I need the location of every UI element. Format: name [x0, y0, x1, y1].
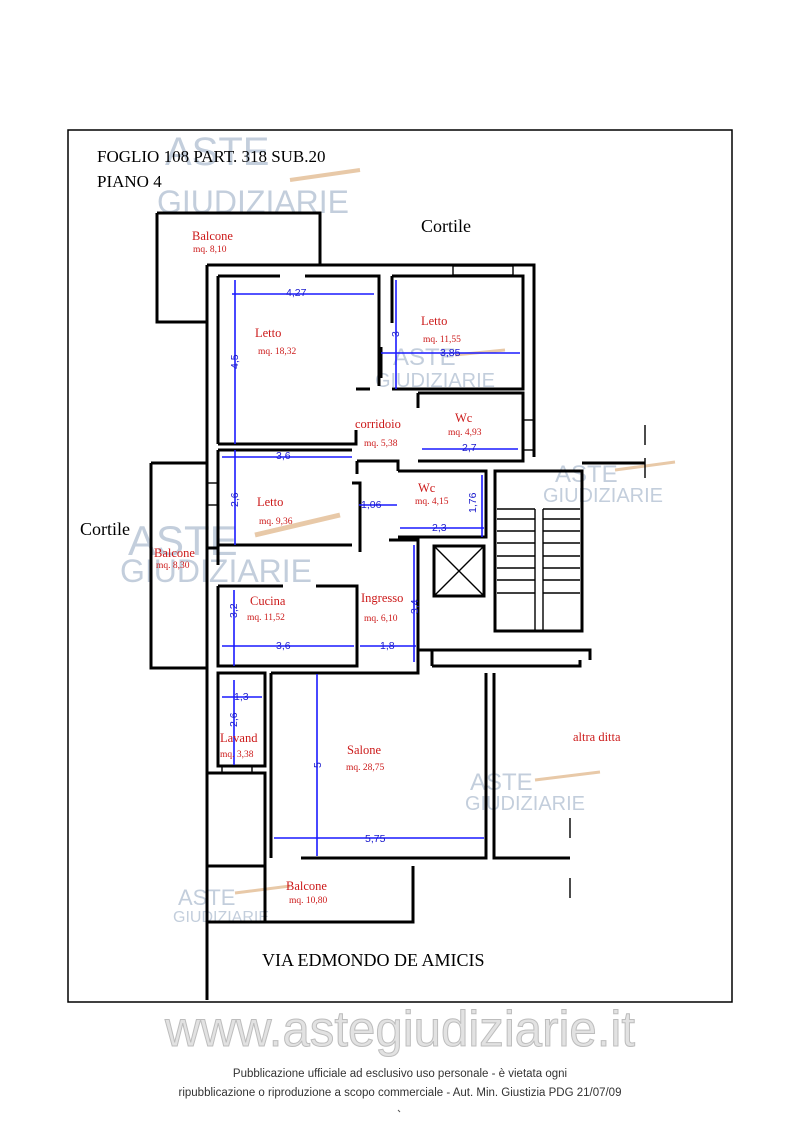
site-watermark: www.astegiudiziarie.it — [164, 1001, 635, 1057]
room-letto-2: Letto mq. 11,55 — [421, 314, 461, 345]
dim-bedroom1-depth: 4,5 — [229, 354, 241, 369]
room-salone: Salone mq. 28,75 — [346, 743, 385, 773]
gavel-icon — [234, 884, 291, 895]
room-balcone-left: Balcone mq. 8,30 — [154, 546, 195, 571]
watermark-brand-top: ASTE — [555, 461, 618, 488]
dim-laundry-depth: 2,6 — [228, 712, 240, 727]
watermark-brand-top: ASTE — [165, 130, 269, 174]
watermark-aste-4: ASTE GIUDIZIARIE — [120, 512, 341, 589]
dim-wc1-width: 2,7 — [462, 442, 477, 454]
dim-bedroom3-depth: 2,6 — [229, 492, 241, 507]
dim-bedroom1-width: 4,27 — [286, 287, 307, 299]
room-corridoio: corridoio mq. 5,38 — [355, 417, 401, 449]
room-area: mq. 9,36 — [259, 517, 293, 527]
room-name: corridoio — [355, 417, 401, 431]
room-balcone-bottom: Balcone mq. 10,80 — [286, 879, 328, 906]
room-name: Balcone — [192, 229, 233, 243]
dim-kitchen-depth: 3,2 — [228, 603, 240, 618]
room-area: mq. 11,52 — [247, 613, 285, 623]
dim-kitchen-width: 3,6 — [276, 640, 291, 652]
dim-bedroom3-width: 3,6 — [276, 450, 291, 462]
dim-bedroom2-width: 3,85 — [440, 347, 461, 359]
room-name: Wc — [418, 481, 436, 495]
room-area: mq. 8,30 — [156, 561, 190, 571]
room-area: mq. 3,38 — [220, 750, 254, 760]
watermark-aste-6: ASTE GIUDIZIARIE — [173, 884, 291, 926]
room-lavand: Lavand mq. 3,38 — [220, 731, 258, 760]
watermark-brand-bottom: GIUDIZIARIE — [375, 370, 495, 392]
room-area: mq. 5,38 — [364, 439, 398, 449]
room-area: mq. 18,32 — [258, 347, 297, 357]
watermark-brand-bottom: GIUDIZIARIE — [543, 485, 663, 507]
dim-living-width: 5,75 — [365, 833, 386, 845]
courtyard-label-top: Cortile — [421, 216, 471, 236]
dim-living-depth: 5 — [312, 762, 324, 768]
room-area: mq. 4,15 — [415, 497, 449, 507]
footer-notice-line-2: ripubblicazione o riproduzione a scopo c… — [178, 1087, 622, 1099]
room-area: mq. 10,80 — [289, 896, 328, 906]
gavel-icon — [289, 168, 361, 182]
gavel-icon — [254, 512, 341, 538]
sheet-reference: FOGLIO 108 PART. 318 SUB.20 — [97, 147, 326, 166]
dim-entrance-width: 1,8 — [380, 640, 395, 652]
watermark-aste-3: ASTE GIUDIZIARIE — [543, 460, 676, 507]
room-wc-2: Wc mq. 4,15 — [415, 481, 449, 507]
floor-level: PIANO 4 — [97, 172, 162, 191]
adjacent-property-label: altra ditta — [573, 730, 621, 744]
room-cucina: Cucina mq. 11,52 — [247, 594, 286, 623]
room-name: Wc — [455, 411, 473, 425]
dim-entrance-depth: 3,4 — [409, 599, 421, 614]
room-name: Balcone — [154, 546, 195, 560]
room-letto-3: Letto mq. 9,36 — [257, 495, 293, 527]
room-area: mq. 6,10 — [364, 614, 398, 624]
dimension-lines — [222, 280, 520, 856]
watermark-aste-1: ASTE GIUDIZIARIE — [157, 130, 361, 220]
room-name: Ingresso — [361, 591, 403, 605]
dim-wc2-width: 2,3 — [432, 522, 447, 534]
room-letto-1: Letto mq. 18,32 — [255, 326, 297, 357]
dimension-values: 4,27 4,5 3 3,85 2,7 3,6 2,6 1,06 1,76 2,… — [228, 287, 479, 845]
room-balcone-top: Balcone mq. 8,10 — [192, 229, 233, 255]
room-area: mq. 8,10 — [193, 245, 227, 255]
room-name: Salone — [347, 743, 381, 757]
room-name: Balcone — [286, 879, 327, 893]
room-name: Letto — [257, 495, 283, 509]
street-name: VIA EDMONDO DE AMICIS — [262, 950, 485, 970]
watermark-brand-top: ASTE — [470, 769, 533, 796]
room-wc-1: Wc mq. 4,93 — [448, 411, 482, 438]
dim-wc2-depth: 1,76 — [467, 492, 479, 513]
watermark-brand-top: ASTE — [393, 344, 456, 371]
drawing-frame — [67, 129, 733, 1003]
room-area: mq. 28,75 — [346, 763, 385, 773]
gavel-icon — [534, 770, 601, 782]
dim-bedroom2-depth: 3 — [390, 331, 402, 337]
room-ingresso: Ingresso mq. 6,10 — [361, 591, 403, 624]
room-name: Letto — [421, 314, 447, 328]
room-area: mq. 4,93 — [448, 428, 482, 438]
room-labels: Balcone mq. 8,10 Letto mq. 18,32 Letto m… — [154, 229, 482, 906]
dim-corridor-width: 1,06 — [361, 499, 382, 511]
page-mark — [397, 1109, 401, 1113]
courtyard-label-left: Cortile — [80, 519, 130, 539]
watermark-brand-bottom: GIUDIZIARIE — [120, 553, 312, 589]
room-name: Lavand — [220, 731, 258, 745]
room-name: Cucina — [250, 594, 286, 608]
footer-notice-line-1: Pubblicazione ufficiale ad esclusivo uso… — [232, 1068, 568, 1080]
watermark-brand-bottom: GIUDIZIARIE — [465, 793, 585, 815]
dim-laundry-width: 1,3 — [234, 691, 249, 703]
room-name: Letto — [255, 326, 281, 340]
room-area: mq. 11,55 — [423, 335, 461, 345]
walls — [149, 211, 646, 1000]
